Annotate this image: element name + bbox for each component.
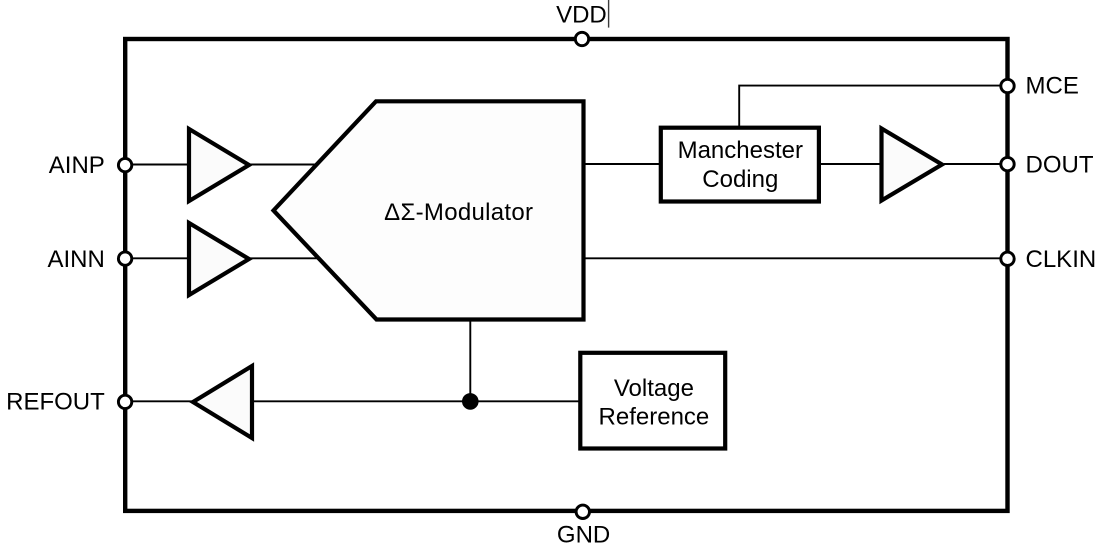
svg-text:Reference: Reference — [599, 404, 710, 431]
svg-text:MCE: MCE — [1026, 73, 1079, 100]
svg-text:GND: GND — [557, 521, 610, 547]
svg-text:Manchester: Manchester — [678, 137, 803, 164]
svg-text:DOUT: DOUT — [1026, 152, 1094, 179]
svg-text:Voltage: Voltage — [614, 375, 694, 402]
svg-text:AINP: AINP — [49, 152, 105, 179]
svg-text:VDD: VDD — [556, 1, 607, 28]
svg-text:CLKIN: CLKIN — [1026, 246, 1097, 273]
svg-text:AINN: AINN — [47, 246, 104, 273]
svg-text:ΔΣ-Modulator: ΔΣ-Modulator — [384, 199, 533, 226]
svg-text:Coding: Coding — [702, 166, 778, 193]
svg-text:REFOUT: REFOUT — [6, 389, 105, 416]
